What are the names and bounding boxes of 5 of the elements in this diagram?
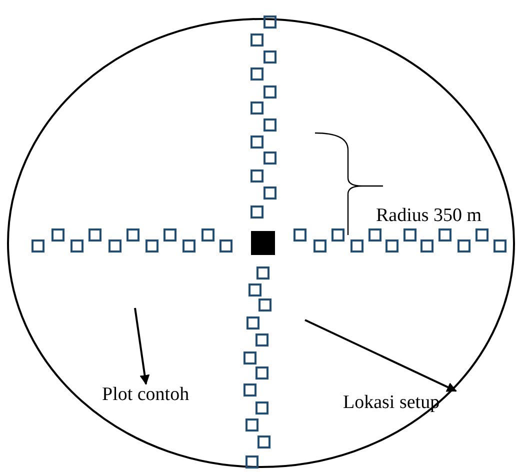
arrow [304, 319, 457, 392]
annotation-text: Lokasi setup [343, 393, 440, 414]
annotation-text: Plot contoh [102, 385, 190, 406]
arrow [134, 308, 150, 385]
radius-label: Radius 350 m [376, 206, 482, 227]
